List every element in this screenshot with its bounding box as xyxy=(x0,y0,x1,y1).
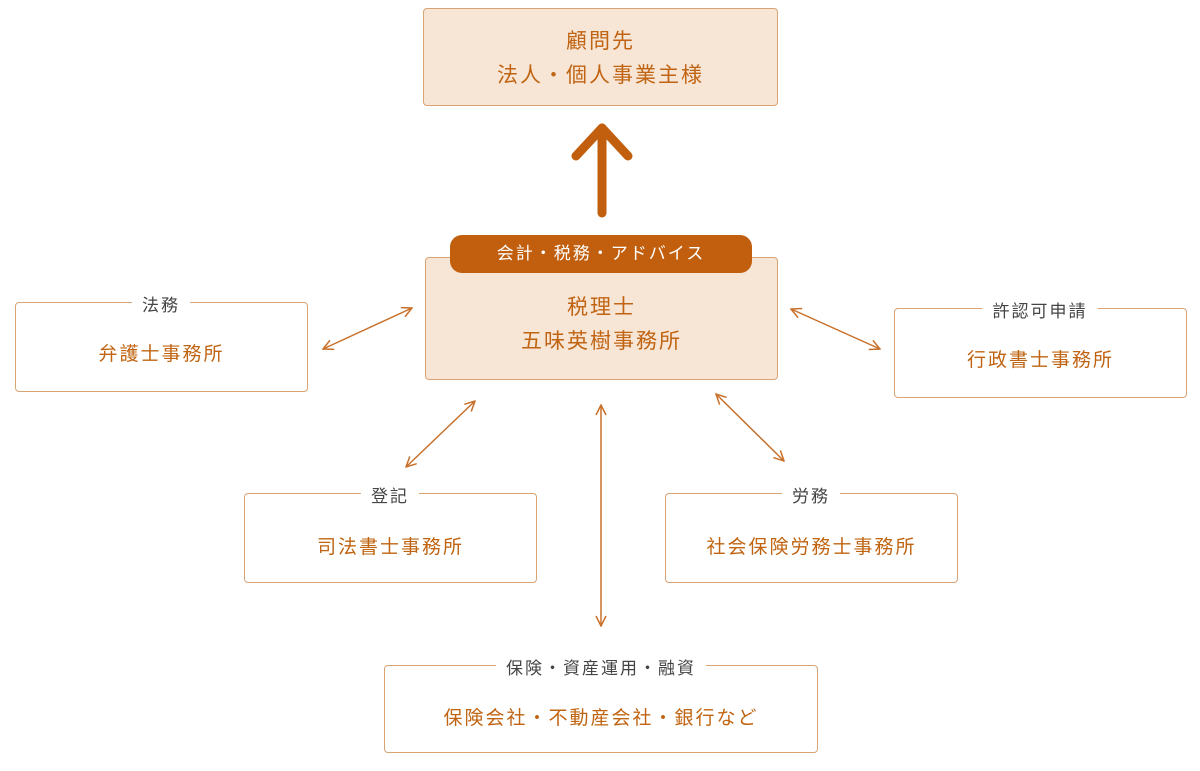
lawyer-name: 弁護士事務所 xyxy=(98,343,225,365)
judicial-scrivener-caption: 登記 xyxy=(361,482,419,507)
client-box: 顧問先 法人・個人事業主様 xyxy=(423,8,778,106)
client-title: 顧問先 xyxy=(566,29,635,53)
labor-consultant-box: 社会保険労務士事務所 xyxy=(665,493,958,583)
admin-scrivener-box: 行政書士事務所 xyxy=(894,308,1187,398)
arrow-judicial-scrivener xyxy=(406,401,475,467)
judicial-scrivener-box: 司法書士事務所 xyxy=(244,493,537,583)
main-up-arrow xyxy=(571,123,633,218)
judicial-scrivener-name: 司法書士事務所 xyxy=(316,536,464,558)
arrow-lawyer xyxy=(323,308,412,349)
labor-consultant-name: 社会保険労務士事務所 xyxy=(706,536,917,558)
arrow-admin-scrivener xyxy=(791,309,880,349)
lawyer-caption: 法務 xyxy=(132,291,190,316)
finance-name: 保険会社・不動産会社・銀行など xyxy=(443,707,759,729)
center-subtitle: 五味英樹事務所 xyxy=(521,329,682,353)
labor-consultant-caption: 労務 xyxy=(782,482,840,507)
finance-box: 保険会社・不動産会社・銀行など xyxy=(384,665,818,753)
client-subtitle: 法人・個人事業主様 xyxy=(497,63,704,87)
center-title: 税理士 xyxy=(567,295,636,319)
center-service-tag: 会計・税務・アドバイス xyxy=(450,235,752,273)
admin-scrivener-name: 行政書士事務所 xyxy=(966,349,1114,371)
finance-caption: 保険・資産運用・融資 xyxy=(496,654,706,679)
admin-scrivener-caption: 許認可申請 xyxy=(982,297,1098,322)
center-box: 税理士 五味英樹事務所 xyxy=(425,257,778,380)
arrow-labor-consultant xyxy=(716,394,784,461)
